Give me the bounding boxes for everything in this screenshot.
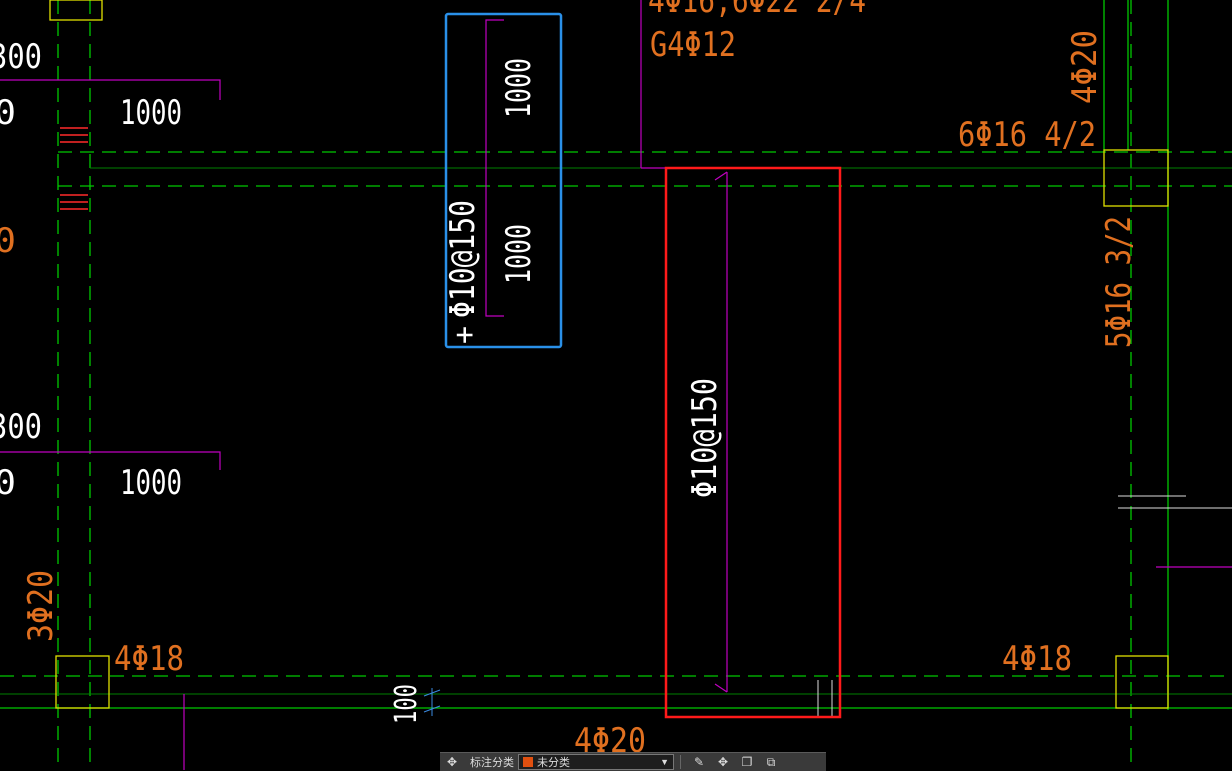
beam-top-right-rebar: 6Φ16 4/2 (958, 115, 1096, 155)
dim-top-left-c: 1000 (120, 93, 182, 133)
bottom-right-rebar: 4Φ18 (1002, 639, 1072, 679)
blue-box-dim-lower: 1000 (499, 224, 539, 284)
dim-tick-marker (423, 688, 441, 716)
dim-top-left-b: 0 (0, 93, 16, 133)
classification-label: 标注分类 (470, 757, 514, 769)
right-beam-rebar: 5Φ16 3/2 (1099, 216, 1139, 348)
classification-select-value: 未分类 (537, 757, 570, 769)
bottom-left-rebar: 4Φ18 (114, 639, 184, 679)
blue-box-rebar-label: Φ10@150 (443, 200, 483, 318)
section-marks (60, 127, 88, 210)
annotation-toolbar: ✥ 标注分类 未分类 ▼ ✎ ✥ ❐ ⧉ (440, 752, 826, 771)
dim-top-left-a: 300 (0, 37, 42, 77)
bottom-dim: 100 (389, 684, 424, 724)
color-swatch (523, 757, 533, 767)
right-col-note: 4Φ20 (1065, 30, 1105, 104)
toolbar-divider (680, 755, 681, 769)
red-box-rebar-label: Φ10@150 (685, 378, 725, 498)
blue-box-plus: + (447, 326, 482, 344)
classification-select[interactable]: 未分类 ▼ (518, 754, 674, 770)
beam-top-note-2: G4Φ12 (650, 25, 736, 65)
move-icon[interactable]: ✥ (717, 755, 729, 769)
stack-icon[interactable]: ⧉ (766, 754, 776, 769)
beam-top-note-1: 4Φ16,6Φ22 2/4 (648, 0, 866, 21)
axis-ticks (817, 495, 1232, 718)
left-beam-rebar: 3Φ20 (21, 570, 61, 642)
dim-lower-left-b: 0 (0, 463, 16, 503)
chevron-down-icon: ▼ (660, 757, 669, 767)
columns (49, 0, 1169, 709)
copy-icon[interactable]: ❐ (741, 755, 753, 769)
dim-lower-left-c: 1000 (120, 463, 182, 503)
blue-highlight-box[interactable] (444, 12, 563, 349)
dim-mid-left-a: 0 (0, 221, 16, 261)
edit-icon[interactable]: ✎ (693, 755, 705, 769)
blue-box-dim-upper: 1000 (499, 58, 539, 118)
red-highlight-box[interactable] (664, 166, 842, 719)
paint-icon[interactable]: ✥ (446, 755, 458, 769)
dim-lower-left-a: 300 (0, 407, 42, 447)
